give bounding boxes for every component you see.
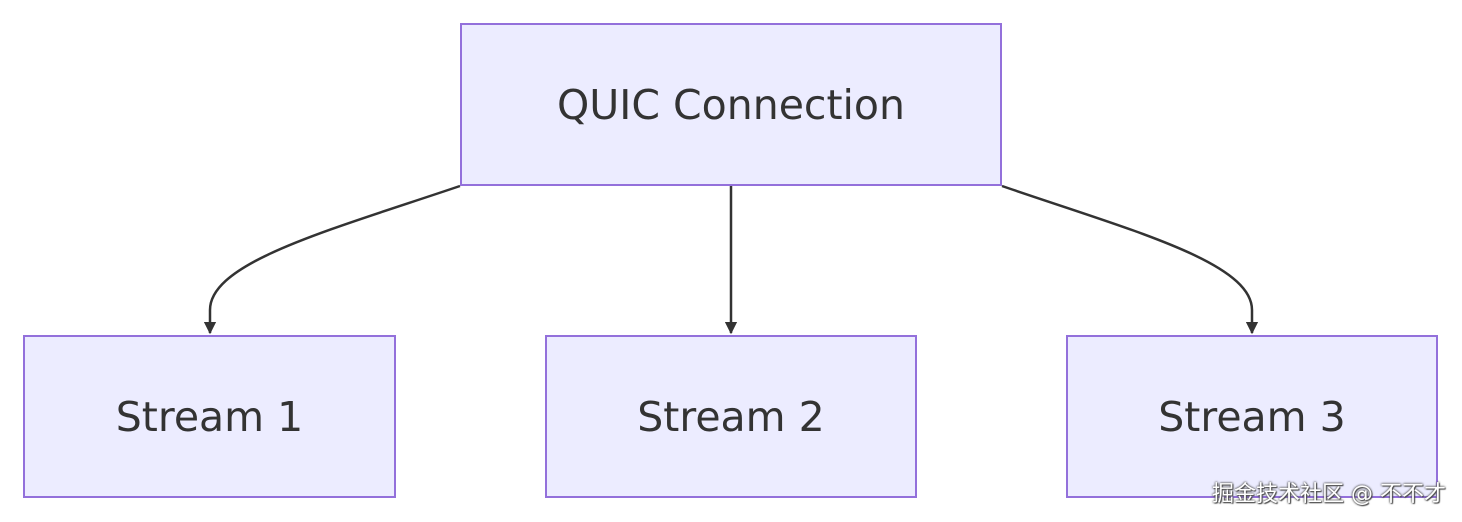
node-stream-3: Stream 3 (1066, 335, 1438, 498)
edge-root-to-stream-1 (203, 184, 461, 335)
node-stream-2: Stream 2 (545, 335, 917, 498)
edge-root-to-stream-3 (1001, 184, 1259, 335)
node-label: Stream 2 (637, 392, 825, 441)
node-stream-1: Stream 1 (23, 335, 396, 498)
node-label: Stream 3 (1158, 392, 1346, 441)
node-label: Stream 1 (115, 392, 304, 441)
node-label: QUIC Connection (556, 80, 906, 129)
watermark: 掘金技术社区 @ 不不才 (1212, 482, 1446, 507)
node-quic-connection: QUIC Connection (460, 23, 1002, 186)
